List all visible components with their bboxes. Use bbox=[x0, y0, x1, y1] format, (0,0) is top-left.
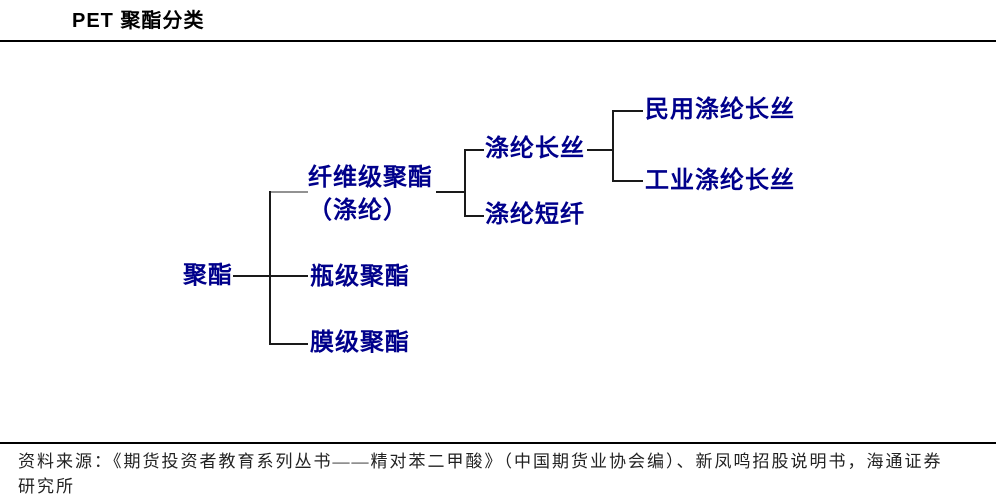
connector-to-filament bbox=[466, 149, 484, 151]
title-underline-rule bbox=[0, 40, 996, 42]
node-polyester: 聚酯 bbox=[183, 263, 233, 289]
connector-root-to-trunk bbox=[233, 275, 271, 277]
footer-rule bbox=[0, 442, 996, 444]
node-film-grade-polyester: 膜级聚酯 bbox=[310, 330, 410, 356]
connector-to-staple-fiber bbox=[466, 215, 484, 217]
source-note-line2: 研究所 bbox=[18, 477, 75, 496]
connector-to-film-grade bbox=[271, 343, 308, 345]
node-fiber-grade-sublabel: （涤纶） bbox=[308, 198, 408, 224]
connector-to-industrial-filament bbox=[614, 180, 643, 182]
node-fiber-grade-polyester: 纤维级聚酯 （涤纶） bbox=[308, 165, 433, 224]
connector-to-civil-filament bbox=[614, 110, 643, 112]
node-bottle-grade-polyester: 瓶级聚酯 bbox=[310, 264, 410, 290]
connector-trunk-vertical-level2 bbox=[464, 149, 466, 217]
node-polyester-filament: 涤纶长丝 bbox=[485, 136, 585, 162]
connector-trunk-vertical-level1 bbox=[269, 191, 271, 345]
connector-to-fiber-grade bbox=[271, 191, 308, 193]
figure-title: PET 聚酯分类 bbox=[72, 10, 205, 32]
node-fiber-grade-label: 纤维级聚酯 bbox=[308, 165, 433, 191]
source-note: 资料来源：《期货投资者教育系列丛书——精对苯二甲酸》（中国期货业协会编）、新凤鸣… bbox=[18, 449, 943, 499]
node-civil-polyester-filament: 民用涤纶长丝 bbox=[645, 97, 795, 123]
connector-trunk-vertical-level3 bbox=[612, 110, 614, 182]
connector-fiber-grade-to-trunk bbox=[436, 191, 466, 193]
connector-filament-to-trunk bbox=[587, 149, 614, 151]
connector-to-bottle-grade bbox=[271, 275, 308, 277]
node-industrial-polyester-filament: 工业涤纶长丝 bbox=[645, 168, 795, 194]
source-note-line1: 资料来源：《期货投资者教育系列丛书——精对苯二甲酸》（中国期货业协会编）、新凤鸣… bbox=[18, 452, 943, 471]
node-polyester-staple-fiber: 涤纶短纤 bbox=[485, 202, 585, 228]
